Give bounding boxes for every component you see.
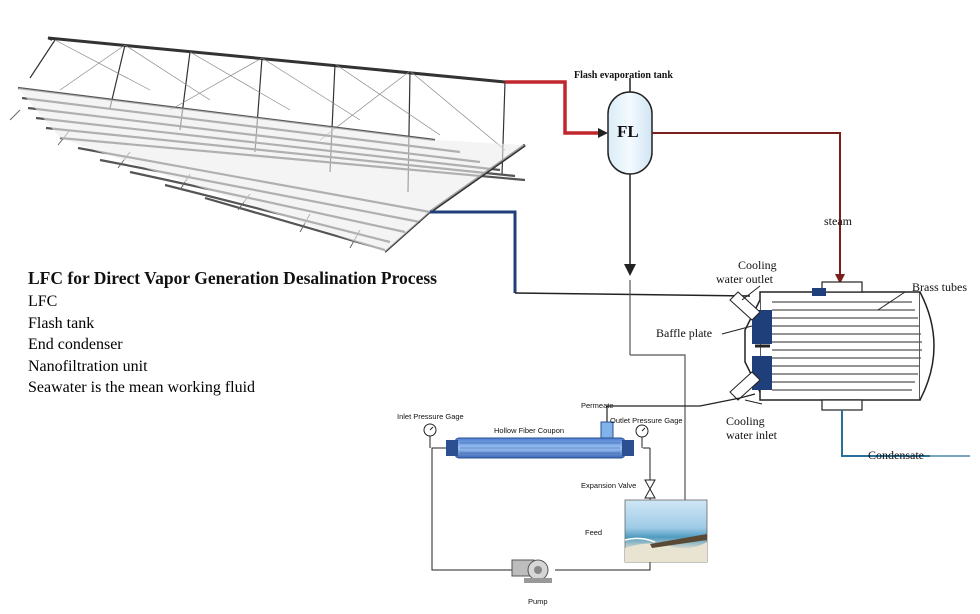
cooling-outlet-label-2: water outlet xyxy=(716,272,773,286)
cooling-inlet-label-1: Cooling xyxy=(726,414,765,428)
flash-tank-label: Flash evaporation tank xyxy=(574,70,673,81)
cold-water-line xyxy=(430,210,517,293)
permeate-line xyxy=(607,393,756,407)
lfc-collector xyxy=(9,36,526,253)
steam-label: steam xyxy=(824,214,852,228)
process-title: LFC for Direct Vapor Generation Desalina… xyxy=(28,268,437,288)
permeate-label: Permeate xyxy=(581,401,614,410)
end-condenser xyxy=(729,281,935,411)
condensate-line xyxy=(841,410,930,457)
pump-label: Pump xyxy=(528,597,548,606)
process-item-end-condenser: End condenser xyxy=(28,336,123,353)
process-item-lfc: LFC xyxy=(28,293,58,310)
process-item-working-fluid: Seawater is the mean working fluid xyxy=(28,379,256,396)
cooling-inlet-label-2: water inlet xyxy=(726,428,777,442)
steam-line xyxy=(652,132,841,280)
baffle-plate-label: Baffle plate xyxy=(656,326,713,340)
feed-to-condenser-line xyxy=(514,292,751,297)
seawater-feed-photo xyxy=(624,499,708,563)
outlet-gage-label: Outlet Pressure Gage xyxy=(610,416,683,425)
pump-icon xyxy=(511,559,552,583)
leader-lines xyxy=(721,285,906,405)
brass-tubes-label: Brass tubes xyxy=(912,280,967,294)
feed-label: Feed xyxy=(585,528,603,537)
hot-water-line xyxy=(505,80,600,135)
flash-tank-symbol: FL xyxy=(617,122,639,141)
process-list: LFC Flash tank End condenser Nanofiltrat… xyxy=(28,291,255,399)
brine-to-feed-line xyxy=(630,354,686,500)
flash-tank xyxy=(607,78,653,276)
condensate-label: Condensate xyxy=(868,448,924,462)
process-item-nanofiltration: Nanofiltration unit xyxy=(28,357,148,375)
expansion-valve-label: Expansion Valve xyxy=(581,481,637,490)
cooling-outlet-label-1: Cooling xyxy=(738,258,777,272)
nanofiltration-unit xyxy=(423,421,708,583)
hollow-fiber-label: Hollow Fiber Coupon xyxy=(494,426,565,435)
process-item-flash-tank: Flash tank xyxy=(28,314,95,332)
inlet-gage-label: Inlet Pressure Gage xyxy=(397,412,464,421)
